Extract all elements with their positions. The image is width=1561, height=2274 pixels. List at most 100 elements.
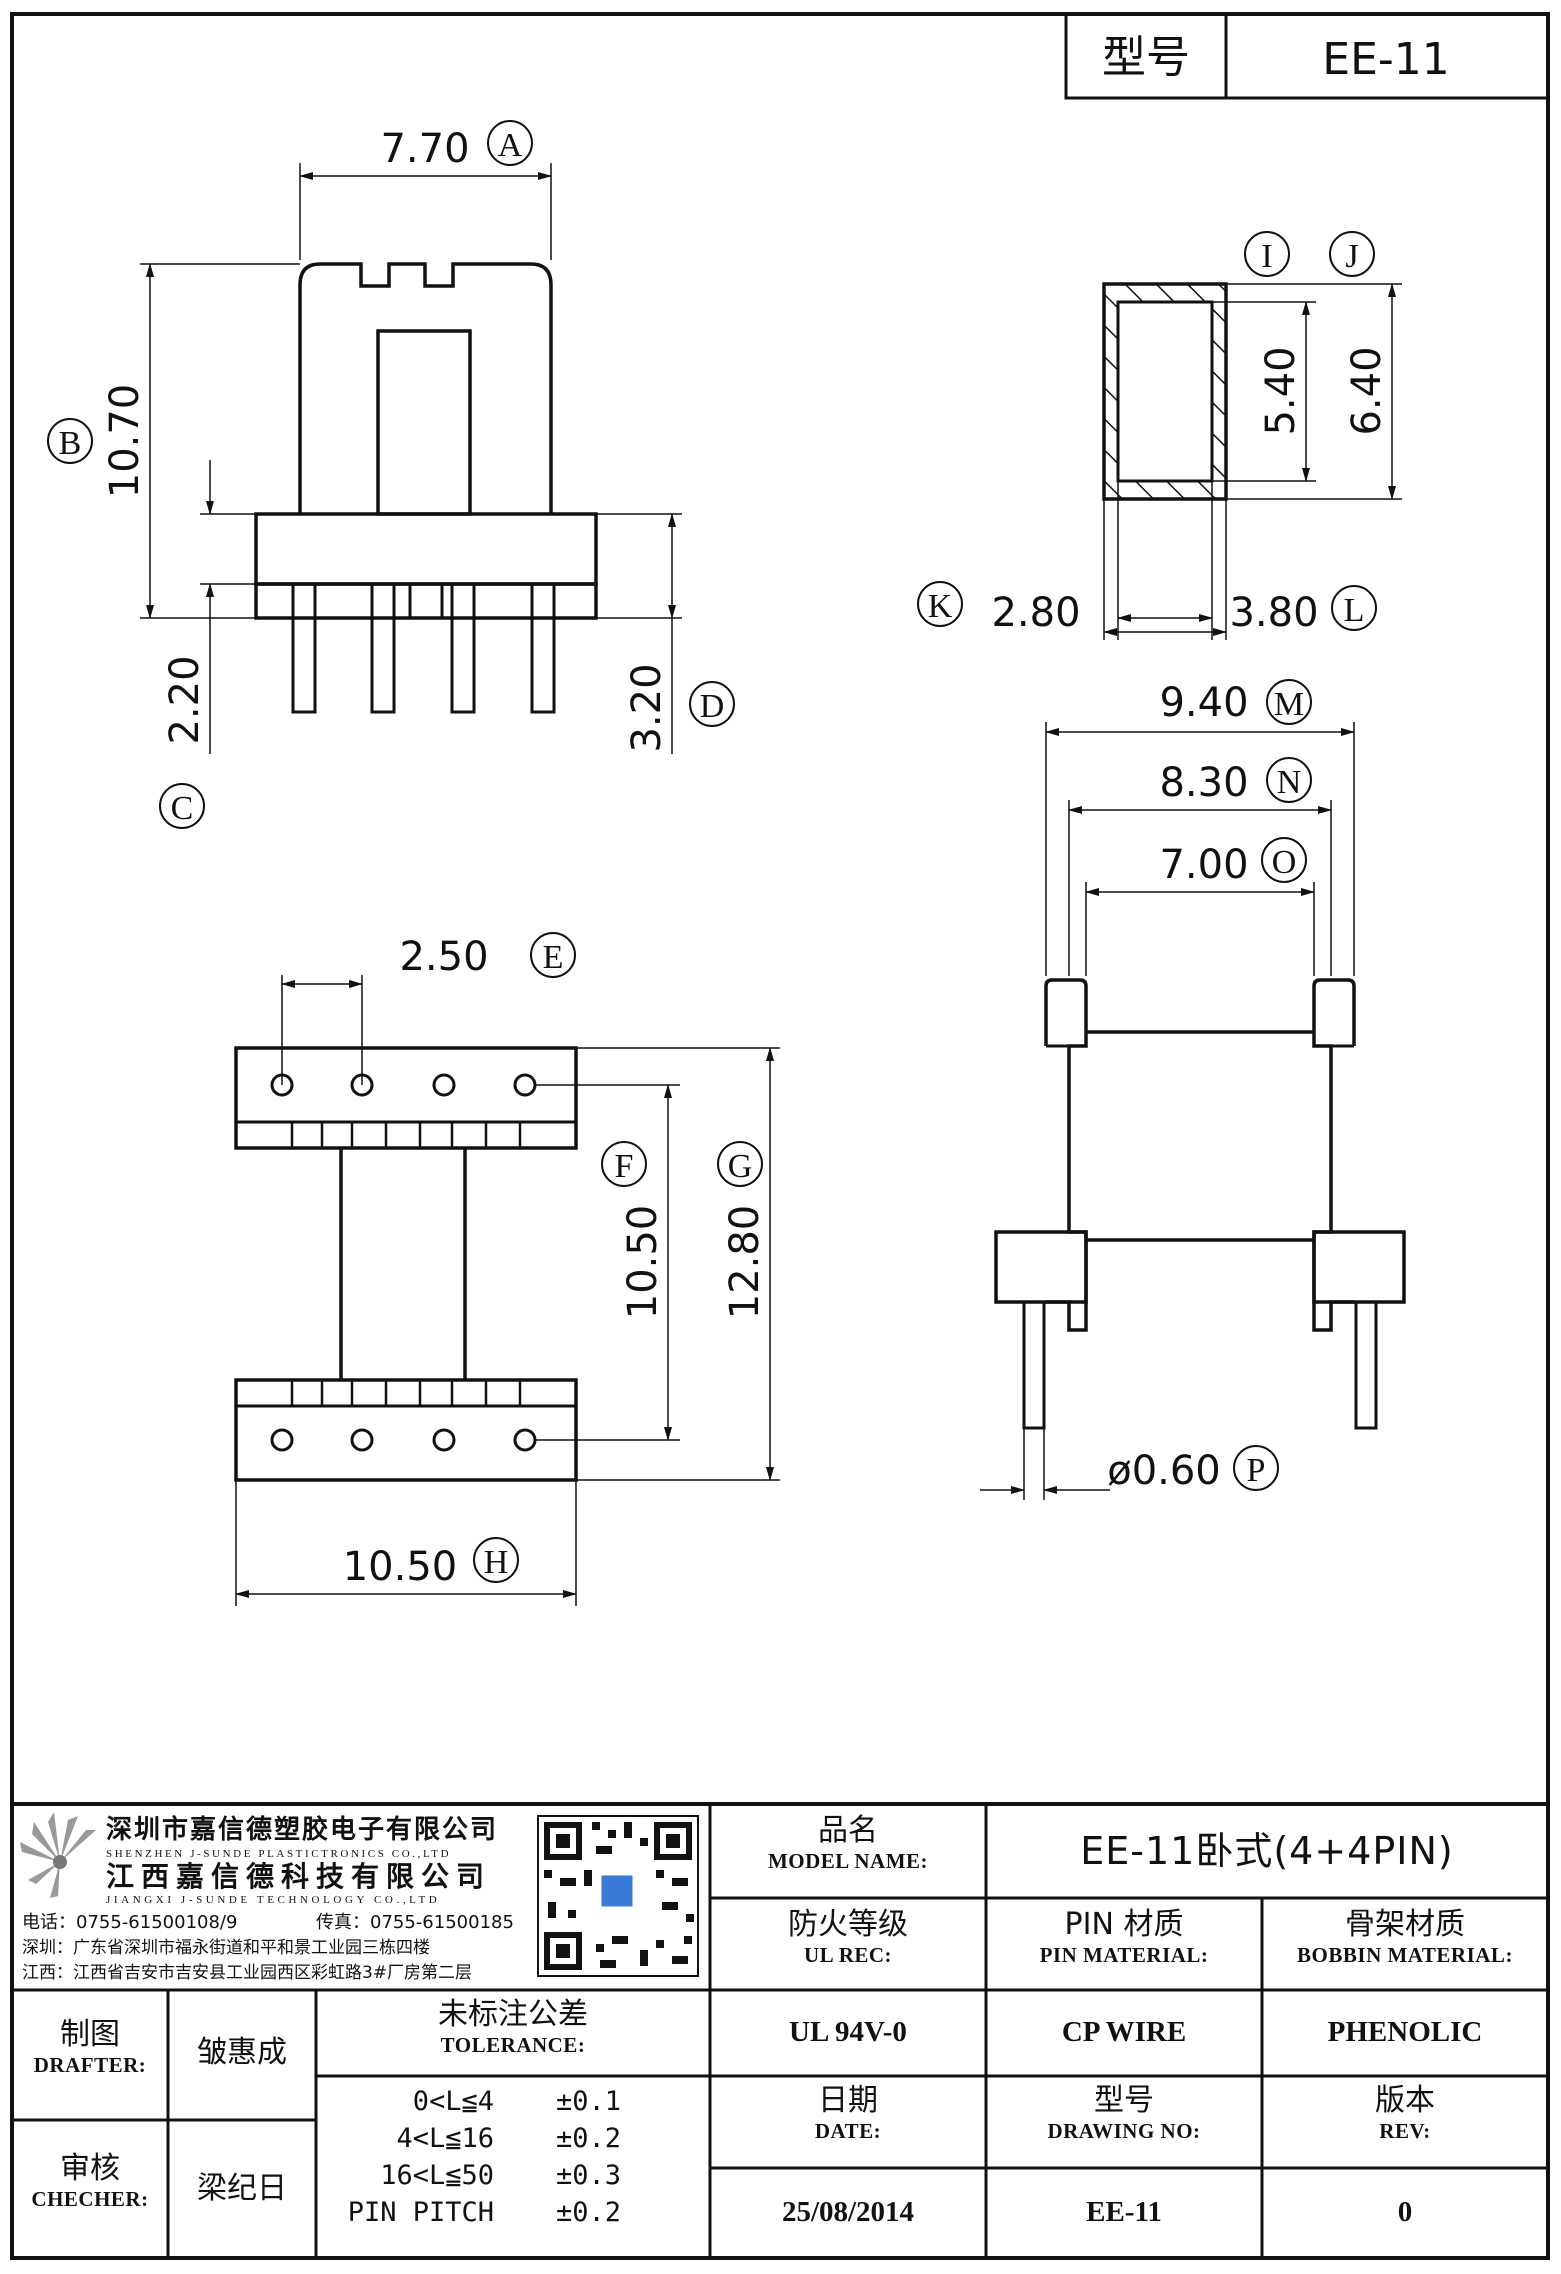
drafter-label: 制图 DRAFTER: <box>12 2017 168 2077</box>
top-view: 2.50 E 10.50 F 12.80 G 10.50 H <box>234 932 780 1606</box>
drawing-no-label-cn: 型号 <box>1094 2083 1154 2118</box>
rev-label-en: REV: <box>1379 2118 1431 2143</box>
ul-rec-value-text: UL 94V-0 <box>789 2016 907 2048</box>
dim-c-value: 2.20 <box>162 655 208 744</box>
date-value-text: 25/08/2014 <box>781 2196 915 2228</box>
dim-h-value: 10.50 <box>343 1544 458 1590</box>
dim-e-marker <box>530 932 576 978</box>
checker-value-text: 梁纪日 <box>197 2171 287 2206</box>
pin-material-label-en: PIN MATERIAL: <box>1039 1942 1209 1967</box>
dim-i-marker <box>1244 231 1290 277</box>
pin-material-value: CP WIRE <box>986 2016 1262 2049</box>
company-address-shenzhen: 深圳：广东省深圳市福永街道和平和景工业园三栋四楼 <box>22 1938 430 1958</box>
dim-e-letter: E <box>543 939 564 976</box>
dim-o-marker <box>1261 837 1307 883</box>
header-type-value: EE-11 <box>1322 34 1449 85</box>
tolerance-value: ±0.1 <box>556 2086 622 2117</box>
company-fax: 传真：0755-61500185 <box>316 1912 514 1933</box>
company-info: 深圳市嘉信德塑胶电子有限公司 SHENZHEN J-SUNDE PLASTICT… <box>22 1814 514 1983</box>
ul-rec-label: 防火等级 UL REC: <box>710 1907 986 1967</box>
front-view: 7.70 A 10.70 B 2.20 C 3.20 D <box>47 120 735 829</box>
dim-n-marker <box>1266 757 1312 803</box>
bobbin-material-label-cn: 骨架材质 <box>1345 1907 1465 1942</box>
company-name-shenzhen-en: SHENZHEN J-SUNDE PLASTICTRONICS CO.,LTD <box>106 1848 451 1860</box>
drafter-value-text: 皱惠成 <box>197 2035 287 2070</box>
tolerance-value: ±0.3 <box>556 2160 622 2191</box>
dim-i-letter: I <box>1261 238 1272 275</box>
side-view: 9.40 M 8.30 N 7.00 O ø0.60 P <box>980 679 1406 1500</box>
dim-c-letter: C <box>171 790 194 827</box>
tolerance-row: 0<L≦4 ±0.1 <box>316 2086 710 2123</box>
checker-label-en: CHECHER: <box>31 2186 149 2211</box>
tolerance-value: ±0.2 <box>556 2123 622 2154</box>
tolerance-label-en: TOLERANCE: <box>440 2032 586 2057</box>
tolerance-range: 16<L≦50 <box>380 2160 494 2191</box>
date-label: 日期 DATE: <box>710 2083 986 2143</box>
date-label-en: DATE: <box>814 2118 882 2143</box>
dim-l-letter: L <box>1344 592 1365 629</box>
dim-c-marker <box>159 783 205 829</box>
company-address-jiangxi: 江西：江西省吉安市吉安县工业园西区彩虹路3#厂房第二层 <box>22 1963 472 1983</box>
dim-p-value: ø0.60 <box>1107 1448 1221 1494</box>
checker-label-cn: 审核 <box>60 2151 120 2186</box>
ul-rec-label-cn: 防火等级 <box>788 1907 908 1942</box>
rev-value: 0 <box>1262 2196 1548 2229</box>
dim-f-value: 10.50 <box>620 1205 666 1320</box>
rev-label-cn: 版本 <box>1375 2083 1435 2118</box>
tolerance-label: 未标注公差 TOLERANCE: <box>316 1997 710 2057</box>
dim-l-marker <box>1331 585 1377 631</box>
company-name-jiangxi-en: JIANGXI J-SUNDE TECHNOLOGY CO.,LTD <box>106 1894 440 1906</box>
cross-section-view: 5.40 6.40 I J 2.80 K 3.80 L <box>917 231 1402 640</box>
drawing-border <box>10 12 1550 2260</box>
dim-d-letter: D <box>700 688 725 725</box>
dim-l-value: 3.80 <box>1229 590 1318 636</box>
drawing-no-value-text: EE-11 <box>1086 2196 1162 2228</box>
checker-label: 审核 CHECHER: <box>12 2151 168 2211</box>
model-name-value-text: EE-11卧式(4+4PIN) <box>1080 1829 1454 1873</box>
bobbin-material-value: PHENOLIC <box>1262 2016 1548 2049</box>
dim-g-value: 12.80 <box>722 1205 768 1320</box>
dim-k-letter: K <box>928 588 953 625</box>
dim-f-letter: F <box>615 1148 634 1185</box>
ul-rec-label-en: UL REC: <box>803 1942 893 1967</box>
bobbin-material-value-text: PHENOLIC <box>1327 2016 1483 2048</box>
header-box: 型号 EE-11 <box>1064 12 1550 100</box>
model-name-label-en: MODEL NAME: <box>767 1848 929 1873</box>
pin-material-value-text: CP WIRE <box>1061 2016 1187 2048</box>
company-logo <box>20 1812 96 1898</box>
dim-m-value: 9.40 <box>1159 680 1248 726</box>
dim-d-marker <box>689 681 735 727</box>
date-label-cn: 日期 <box>818 2083 878 2118</box>
company-phone: 电话：0755-61500108/9 <box>22 1912 237 1933</box>
qr-code <box>537 1815 699 1977</box>
tolerance-row: 4<L≦16 ±0.2 <box>316 2123 710 2160</box>
dim-g-marker <box>717 1141 763 1187</box>
dim-b-marker <box>47 418 93 464</box>
bobbin-material-label: 骨架材质 BOBBIN MATERIAL: <box>1262 1907 1548 1967</box>
dim-inner-height: 5.40 <box>1258 346 1304 435</box>
dim-p-letter: P <box>1247 1452 1266 1489</box>
dim-j-letter: J <box>1345 238 1358 275</box>
tolerance-label-cn: 未标注公差 <box>438 1997 588 2032</box>
rev-value-text: 0 <box>1397 2196 1413 2228</box>
dim-j-marker <box>1329 231 1375 277</box>
model-name-value: EE-11卧式(4+4PIN) <box>986 1829 1548 1874</box>
dim-n-letter: N <box>1277 764 1302 801</box>
drafter-value: 皱惠成 <box>168 2035 316 2071</box>
drawing-no-label-en: DRAWING NO: <box>1047 2118 1201 2143</box>
date-value: 25/08/2014 <box>710 2196 986 2229</box>
rev-label: 版本 REV: <box>1262 2083 1548 2143</box>
company-name-jiangxi: 江西嘉信德科技有限公司 <box>106 1860 491 1893</box>
tolerance-range: PIN PITCH <box>347 2197 494 2228</box>
dim-a-marker <box>487 120 533 166</box>
company-name-shenzhen: 深圳市嘉信德塑胶电子有限公司 <box>106 1814 498 1845</box>
dim-o-letter: O <box>1272 844 1297 881</box>
dim-a-value: 7.70 <box>380 126 469 172</box>
tolerance-range: 4<L≦16 <box>396 2123 494 2154</box>
drafter-label-cn: 制图 <box>60 2017 120 2052</box>
model-name-label-cn: 品名 <box>818 1813 878 1848</box>
drawing-no-label: 型号 DRAWING NO: <box>986 2083 1262 2143</box>
dim-a-letter: A <box>498 127 523 164</box>
header-type-label: 型号 <box>1102 32 1190 83</box>
dim-p-marker <box>1233 1445 1279 1491</box>
